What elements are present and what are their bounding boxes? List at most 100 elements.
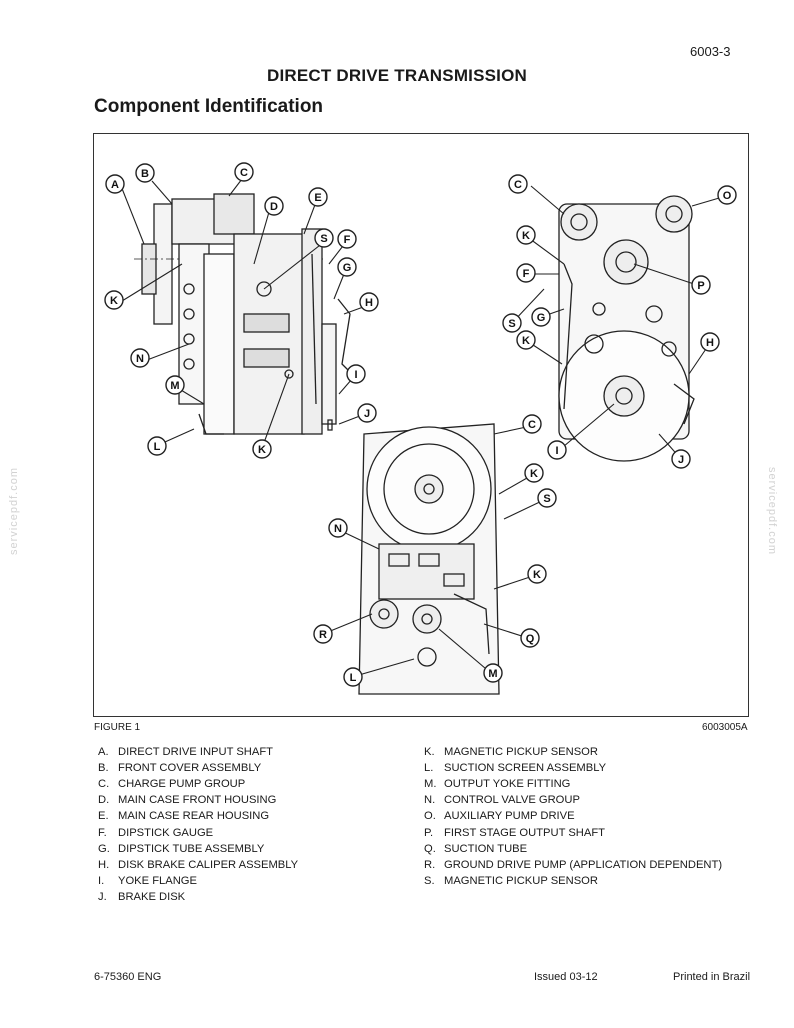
legend-key: M. — [424, 778, 437, 791]
svg-text:P: P — [697, 280, 704, 292]
legend-text: CHARGE PUMP GROUP — [118, 778, 246, 791]
callout-e: E — [308, 187, 328, 207]
callout-j: J — [357, 403, 377, 423]
callout-h: H — [359, 292, 379, 312]
svg-text:K: K — [530, 468, 538, 480]
svg-text:M: M — [488, 668, 497, 680]
callout-g: G — [531, 307, 551, 327]
callout-m: M — [165, 375, 185, 395]
legend-item: Q.SUCTION TUBE — [424, 843, 527, 855]
svg-text:F: F — [344, 234, 351, 246]
legend-item: R.GROUND DRIVE PUMP (APPLICATION DEPENDE… — [424, 859, 722, 871]
svg-text:K: K — [533, 569, 541, 581]
legend-text: AUXILIARY PUMP DRIVE — [444, 810, 575, 823]
callout-n: N — [130, 348, 150, 368]
callout-j: J — [671, 449, 691, 469]
callout-m: M — [483, 663, 503, 683]
callout-i: I — [346, 364, 366, 384]
callout-g: G — [337, 257, 357, 277]
legend-key: E. — [98, 810, 109, 823]
legend-key: L. — [424, 762, 434, 775]
legend-text: DIRECT DRIVE INPUT SHAFT — [118, 746, 273, 758]
callout-s: S — [537, 488, 557, 508]
legend-text: DIPSTICK TUBE ASSEMBLY — [118, 842, 265, 855]
svg-text:L: L — [350, 672, 357, 684]
legend-text: MAGNETIC PICKUP SENSOR — [444, 874, 598, 887]
legend-text: DISK BRAKE CALIPER ASSEMBLY — [118, 858, 299, 871]
svg-text:J: J — [364, 408, 370, 420]
svg-text:R: R — [319, 629, 327, 641]
legend-key: G. — [98, 842, 110, 855]
callout-k: K — [516, 330, 536, 350]
callout-c: C — [522, 414, 542, 434]
callout-f: F — [337, 229, 357, 249]
legend-item: S. MAGNETIC PICKUP SENSOR — [424, 875, 598, 887]
callout-b: B — [135, 163, 155, 183]
legend-key: H. — [98, 858, 110, 871]
callout-h: H — [700, 332, 720, 352]
legend-key: S. — [424, 874, 435, 887]
footer-printed: Printed in Brazil — [673, 971, 751, 983]
callout-k: K — [516, 225, 536, 245]
front-view-drawing — [358, 423, 500, 695]
legend-item: O. AUXILIARY PUMP DRIVE — [424, 810, 575, 822]
svg-text:L: L — [154, 441, 161, 453]
svg-text:J: J — [678, 454, 684, 466]
legend-text: FIRST STAGE OUTPUT SHAFT — [444, 826, 605, 839]
legend-key: N. — [424, 794, 436, 807]
callout-i: I — [547, 440, 567, 460]
callout-s: S — [502, 313, 522, 333]
svg-text:H: H — [365, 297, 373, 309]
legend-item: F. DIPSTICK GAUGE — [98, 827, 213, 839]
legend-key: F. — [98, 826, 107, 839]
legend-item: H. DISK BRAKE CALIPER ASSEMBLY — [98, 859, 298, 871]
legend-key: A. — [98, 746, 109, 758]
legend-key: K. — [424, 746, 435, 758]
legend-text: MAGNETIC PICKUP SENSOR — [444, 746, 598, 758]
svg-text:S: S — [543, 493, 550, 505]
callout-k: K — [524, 463, 544, 483]
svg-text:C: C — [528, 419, 536, 431]
legend-item: L. SUCTION SCREEN ASSEMBLY — [424, 762, 606, 774]
legend-text: GROUND DRIVE PUMP (APPLICATION DEPENDENT… — [444, 858, 723, 871]
svg-text:I: I — [354, 369, 357, 381]
legend-text: OUTPUT YOKE FITTING — [444, 778, 571, 791]
svg-text:D: D — [270, 201, 278, 213]
legend-item: G. DIPSTICK TUBE ASSEMBLY — [98, 843, 264, 855]
callout-r: R — [313, 624, 333, 644]
callout-k: K — [527, 564, 547, 584]
callout-d: D — [264, 196, 284, 216]
legend-text: SUCTION SCREEN ASSEMBLY — [444, 762, 607, 775]
legend-key: O. — [424, 810, 436, 823]
svg-text:O: O — [723, 190, 732, 202]
watermark-left: servicepdf.com — [7, 467, 20, 555]
svg-text:K: K — [110, 295, 118, 307]
callout-o: O — [717, 185, 737, 205]
legend-text: FRONT COVER ASSEMBLY — [118, 762, 262, 775]
legend-item: K. MAGNETIC PICKUP SENSOR — [424, 746, 598, 758]
legend-text: DIPSTICK GAUGE — [118, 826, 214, 839]
svg-text:G: G — [343, 262, 352, 274]
legend-text: MAIN CASE FRONT HOUSING — [118, 794, 277, 807]
legend-key: D. — [98, 794, 110, 807]
legend-item: I.YOKE FLANGE — [98, 875, 197, 887]
svg-text:S: S — [320, 233, 327, 245]
legend-item: M. OUTPUT YOKE FITTING — [424, 778, 570, 790]
callout-k: K — [104, 290, 124, 310]
legend-item: P.FIRST STAGE OUTPUT SHAFT — [424, 827, 605, 839]
svg-text:C: C — [514, 179, 522, 191]
svg-text:N: N — [136, 353, 144, 365]
legend-item: A. DIRECT DRIVE INPUT SHAFT — [98, 746, 273, 758]
page-title: DIRECT DRIVE TRANSMISSION — [266, 66, 528, 85]
legend-text: YOKE FLANGE — [118, 874, 197, 887]
callout-f: F — [516, 263, 536, 283]
legend-item: E.MAIN CASE REAR HOUSING — [98, 810, 269, 822]
legend-item: J.BRAKE DISK — [98, 891, 185, 903]
callout-s: S — [314, 228, 334, 248]
legend-key: C. — [98, 778, 110, 791]
callout-c: C — [234, 162, 254, 182]
svg-text:F: F — [523, 268, 530, 280]
